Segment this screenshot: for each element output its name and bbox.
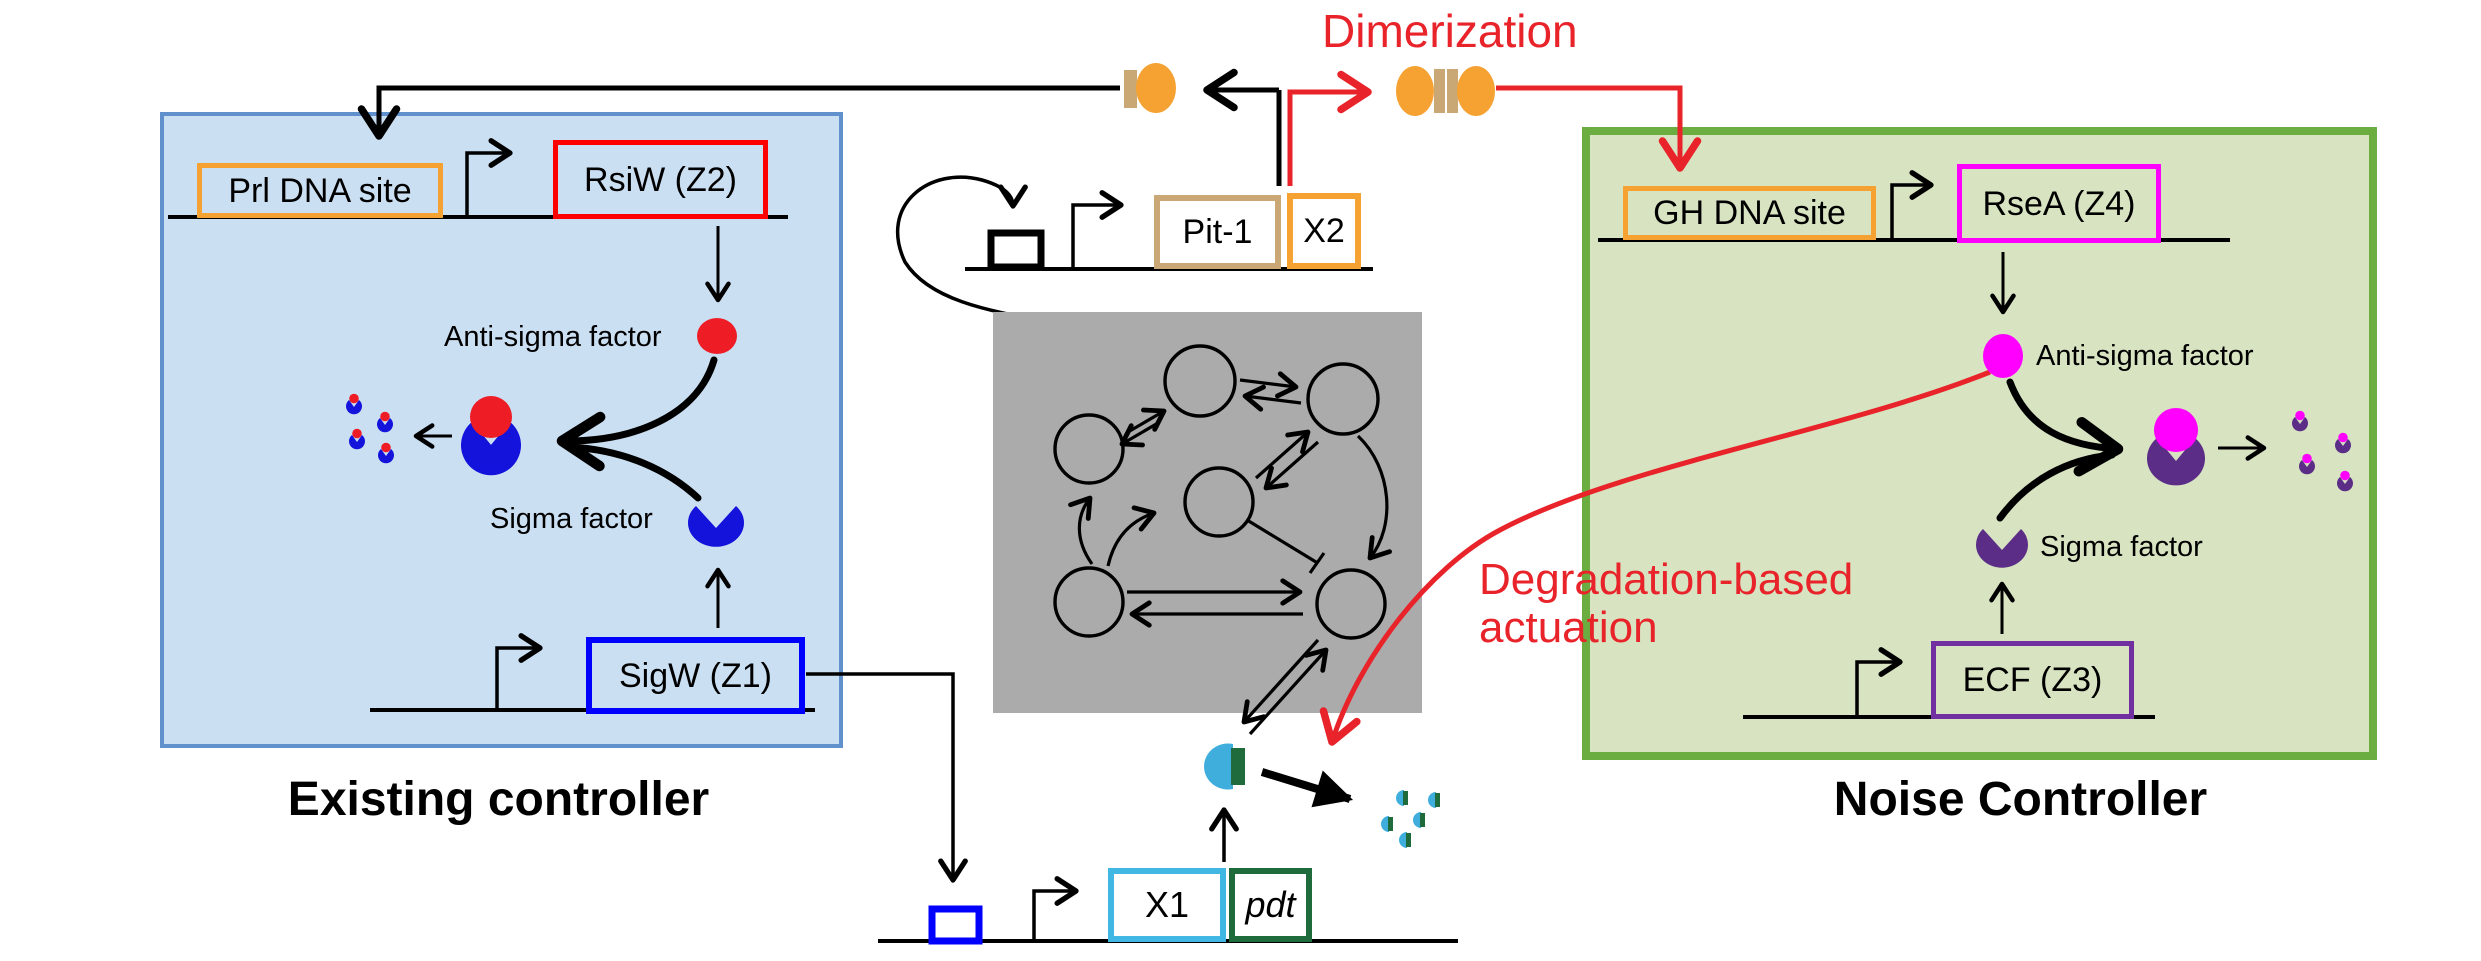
unknown-network-box (993, 312, 1422, 713)
network-node (1315, 568, 1387, 640)
prl-dna-site-label: Prl DNA site (228, 171, 412, 210)
monomer-protein-icon (1124, 63, 1176, 113)
ecf-gene-box: ECF (Z3) (1931, 641, 2134, 719)
red-arrow-dimer-to-gh-site (1496, 85, 1702, 172)
ecf-gene-label: ECF (Z3) (1962, 661, 2103, 699)
sigma-factor-purple-shape (1976, 529, 2028, 568)
line-sigw-to-x1-operator (806, 672, 968, 883)
sigma-antisigma-complex-left (461, 396, 522, 476)
binding-curve-sigma (566, 443, 702, 502)
x1-gene-label: X1 (1144, 884, 1190, 925)
x1-gene-box: X1 (1108, 868, 1226, 942)
prl-dna-site-box: Prl DNA site (197, 163, 443, 218)
x2-gene-box: X2 (1287, 193, 1361, 269)
anti-sigma-label-right: Anti-sigma factor (2036, 340, 2254, 372)
anti-sigma-label-left: Anti-sigma factor (444, 321, 662, 353)
pit1-gene-box: Pit-1 (1154, 195, 1281, 269)
network-node (1306, 362, 1380, 436)
x2-gene-label: X2 (1303, 212, 1345, 250)
network-node (1163, 344, 1237, 418)
pit1-operator-square (987, 229, 1045, 271)
anti-sigma-factor-magenta-shape (1983, 334, 2023, 378)
rsea-gene-label: RseA (Z4) (1982, 184, 2136, 223)
feedback-line-x2-to-prl (357, 85, 1120, 140)
arrows-network-x1protein (1241, 638, 1329, 736)
inhibition-tbar-icon (1246, 518, 1317, 564)
red-dimerization-arrow (1287, 70, 1372, 186)
sigw-gene-box: SigW (Z1) (586, 637, 805, 714)
left-promoter-icon (465, 138, 513, 217)
degradation-annotation: Degradation-based actuation (1479, 555, 1854, 653)
arrow-protein-degradation (1260, 768, 1354, 808)
x1-protein-with-pdt-tag (1204, 743, 1245, 790)
red-degradation-actuation-curve (1319, 369, 1991, 746)
gh-dna-site-label: GH DNA site (1653, 194, 1846, 232)
noise-controller-title: Noise Controller (1833, 773, 2208, 826)
sigma-label-left: Sigma factor (490, 503, 653, 535)
degradation-annotation-line2: actuation (1479, 603, 1658, 653)
degraded-fragments-x1 (1381, 790, 1440, 848)
network-node (1053, 413, 1125, 485)
gh-dna-site-box: GH DNA site (1623, 186, 1876, 240)
right-promoter-icon (1890, 170, 1934, 240)
network-node (1053, 566, 1125, 638)
rsiw-gene-box: RsiW (Z2) (553, 140, 768, 219)
network-edges (1068, 371, 1392, 628)
sigma-label-right: Sigma factor (2040, 531, 2203, 563)
sigw-gene-label: SigW (Z1) (619, 656, 772, 695)
pit1-gene-label: Pit-1 (1182, 213, 1253, 251)
dimerization-annotation: Dimerization (1322, 5, 1578, 57)
network-node (1183, 466, 1255, 538)
rsea-gene-box: RseA (Z4) (1957, 164, 2161, 243)
dimer-protein-icon (1396, 66, 1495, 116)
degraded-fragments-right (2292, 410, 2353, 492)
anti-sigma-factor-red-shape (697, 318, 737, 354)
sigma-factor-blue-shape (688, 506, 744, 547)
pdt-tag-label: pdt (1245, 884, 1296, 925)
arrow-x2-to-monomer (1203, 68, 1282, 186)
center-promoter-icon (1071, 190, 1124, 269)
sigma-antisigma-complex-right (2147, 408, 2205, 486)
existing-controller-title: Existing controller (287, 773, 710, 826)
binding-curve-antisigma-right (2006, 378, 2124, 477)
degradation-annotation-line1: Degradation-based (1479, 555, 1854, 604)
binding-curve-antisigma (556, 356, 718, 472)
rsiw-gene-label: RsiW (Z2) (584, 160, 737, 199)
left-promoter2-icon (495, 633, 543, 710)
right-promoter2-icon (1855, 647, 1903, 717)
pdt-tag-box: pdt (1229, 868, 1312, 942)
binding-curve-sigma-right (1996, 451, 2116, 522)
x1-operator-square (928, 905, 983, 945)
degraded-fragments-left (346, 393, 394, 464)
bottom-promoter-icon (1032, 876, 1079, 941)
